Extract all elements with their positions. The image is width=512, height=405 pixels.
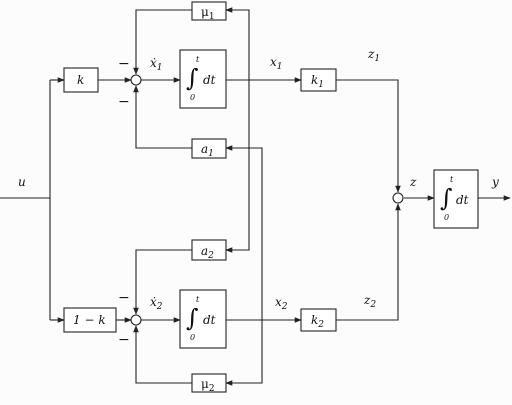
wire-k2-to-sumz: [336, 203, 401, 321]
integrator-1-upper: t: [196, 55, 200, 64]
integrator-output: ∫ t 0 dt: [433, 169, 479, 229]
integral-icon: ∫: [186, 304, 199, 332]
integral-icon: ∫: [186, 64, 199, 92]
sum1-minus-bottom: −: [118, 94, 130, 110]
z-label: z: [409, 175, 417, 189]
integrator-2-lower: 0: [190, 333, 195, 342]
integral-icon: ∫: [440, 184, 453, 212]
gain-k2-block: k2: [300, 308, 337, 332]
wire-fb-mu1-out: [133, 9, 192, 75]
wire-fb-a2-out: [133, 249, 192, 315]
wire-fb-mu1-in: [225, 7, 250, 80]
sum2-minus-bottom: −: [118, 332, 130, 348]
integrator-1: ∫ t 0 dt: [179, 49, 227, 109]
summing-junction-1: − −: [118, 56, 142, 110]
z1-label: z1: [367, 47, 380, 64]
gain-k1-label: k1: [311, 73, 324, 90]
xdot2-label: ẋ2: [150, 295, 163, 312]
integrator-2: ∫ t 0 dt: [179, 289, 227, 349]
gain-k-label: k: [77, 73, 84, 87]
gain-a1-label: a1: [201, 142, 214, 159]
gain-a2-label: a2: [201, 244, 214, 261]
xdot1-label: ẋ1: [150, 56, 163, 73]
x2-label: x2: [275, 295, 288, 312]
summing-junction-z: [392, 192, 404, 204]
gain-one-minus-k-block: 1 − k: [63, 307, 117, 333]
integrator-2-upper: t: [196, 295, 200, 304]
wire-fb-a2-in: [225, 80, 250, 253]
integrator-2-dt: dt: [203, 313, 216, 327]
integrator-3-upper: t: [450, 175, 454, 184]
gain-k-block: k: [63, 67, 99, 93]
wires: [0, 7, 511, 386]
sum2-minus-top: −: [118, 290, 130, 306]
z2-label: z2: [363, 293, 376, 310]
integrator-1-dt: dt: [203, 73, 216, 87]
gain-a2-block: a2: [191, 239, 227, 261]
input-label: u: [18, 175, 26, 189]
gain-a1-block: a1: [191, 138, 227, 159]
integrator-1-lower: 0: [190, 93, 195, 102]
gain-mu1-label: μ1: [201, 5, 215, 22]
gain-k2-label: k2: [311, 313, 324, 330]
gain-k1-block: k1: [300, 68, 337, 92]
x1-label: x1: [270, 55, 283, 72]
wire-k1-to-sumz: [336, 79, 401, 193]
summing-junction-2: − −: [118, 290, 142, 348]
gain-one-minus-k-label: 1 − k: [73, 313, 106, 327]
wire-fb-a1-out: [133, 85, 192, 149]
integrator-3-dt: dt: [456, 193, 469, 207]
integrator-3-lower: 0: [444, 213, 449, 222]
wire-fb-mu2-in: [225, 320, 263, 386]
wire-fb-mu2-out: [133, 325, 192, 384]
output-label: y: [491, 175, 499, 189]
gain-mu2-label: μ2: [201, 377, 215, 394]
sum1-minus-top: −: [118, 56, 130, 72]
wire-fb-a1-in: [225, 145, 263, 320]
gain-mu2-block: μ2: [191, 373, 227, 394]
gain-mu1-block: μ1: [191, 1, 227, 22]
